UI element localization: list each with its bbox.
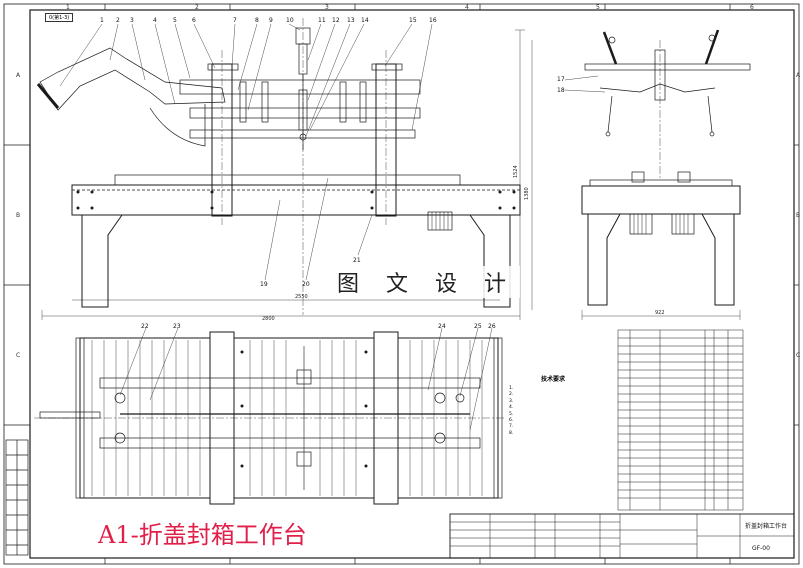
front-callouts: 1 2 3 4 5 6 7 8 9 10 11 12 13 14 15 16	[100, 17, 437, 24]
dim-side-width: 922	[655, 310, 665, 316]
callout-24: 24	[438, 323, 446, 330]
callout-5: 5	[173, 17, 177, 24]
callout-3: 3	[130, 17, 134, 24]
front-callout-leaders	[59, 23, 433, 137]
title-drawing-no: GF-00	[752, 545, 770, 552]
frame-top-rail	[71, 184, 521, 216]
note-line: 4.	[509, 405, 514, 411]
callout-13: 13	[347, 17, 355, 24]
zone-number-6: 6	[750, 4, 754, 11]
callout-6: 6	[192, 17, 196, 24]
technical-requirements-title: 技术要求	[541, 376, 566, 383]
technical-requirements-list: 1. 2. 3. 4. 5. 6. 7. 8.	[509, 386, 513, 437]
callout-8: 8	[255, 17, 259, 24]
zone-number-1: 1	[66, 4, 70, 11]
zone-number-4: 4	[465, 4, 469, 11]
zone-letter-a: A	[16, 72, 21, 79]
side-view	[564, 29, 751, 320]
callout-9: 9	[269, 17, 273, 24]
callout-23: 23	[173, 323, 181, 330]
frame-left-leg	[81, 214, 123, 308]
zone-number-3: 3	[325, 4, 329, 11]
callout-4: 4	[153, 17, 157, 24]
watermark-text: 图 文 设 计	[333, 266, 520, 298]
callout-1: 1	[100, 17, 104, 24]
callout-16: 16	[429, 17, 437, 24]
title-block	[449, 513, 795, 559]
dim-side-height: 1380	[524, 187, 530, 200]
title-drawing-name: 折盖封箱工作台	[745, 522, 787, 530]
dim-overall-length: 2800	[262, 316, 275, 322]
outer-border	[3, 3, 800, 565]
drawing-tag: 0(第1-3)	[45, 13, 74, 22]
zone-letter-b-right: B	[796, 212, 800, 219]
callout-19: 19	[260, 281, 268, 288]
zone-letter-b: B	[16, 212, 20, 219]
note-line: 5.	[509, 411, 514, 417]
callout-15: 15	[409, 17, 417, 24]
callout-20: 20	[302, 281, 310, 288]
dim-inner-length: 2550	[295, 294, 308, 300]
front-lower-leaders	[264, 177, 373, 281]
note-line: 6.	[509, 418, 514, 424]
upper-beam	[179, 79, 421, 95]
note-line: 3.	[509, 398, 514, 404]
zone-letter-a-right: A	[796, 72, 801, 79]
zone-number-2: 2	[195, 4, 199, 11]
note-line: 2.	[509, 392, 514, 398]
left-revision-strip	[5, 439, 29, 556]
callout-2: 2	[116, 17, 120, 24]
zone-letter-c-right: C	[796, 352, 800, 359]
plan-view	[34, 327, 505, 505]
note-line: 7.	[509, 424, 514, 430]
callout-22: 22	[141, 323, 149, 330]
zone-number-5: 5	[596, 4, 600, 11]
callout-25: 25	[474, 323, 482, 330]
callout-7: 7	[233, 17, 237, 24]
callout-10: 10	[286, 17, 294, 24]
callout-17: 17	[557, 76, 565, 83]
parts-list	[617, 329, 744, 511]
zone-letter-c: C	[16, 352, 20, 359]
note-line: 1.	[509, 386, 514, 391]
callout-11: 11	[318, 17, 326, 24]
zone-ticks-top	[4, 4, 799, 564]
callout-14: 14	[361, 17, 369, 24]
callout-26: 26	[488, 323, 496, 330]
callout-21: 21	[353, 257, 361, 264]
callout-18: 18	[557, 87, 565, 94]
callout-12: 12	[332, 17, 340, 24]
note-line: 8.	[509, 430, 514, 436]
flap-arm	[39, 47, 226, 111]
dim-overall-height: 1524	[513, 165, 519, 178]
handle-grip	[36, 83, 60, 109]
inner-border	[29, 9, 795, 559]
drawing-caption: A1-折盖封箱工作台	[98, 521, 307, 549]
